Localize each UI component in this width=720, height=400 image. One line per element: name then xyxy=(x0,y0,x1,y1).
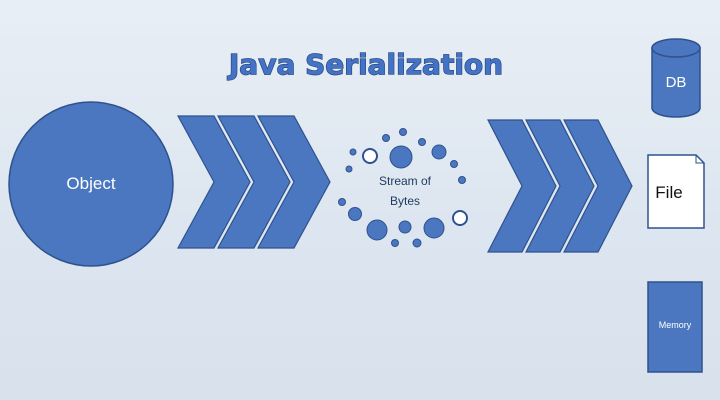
left-chevron-3 xyxy=(256,115,331,249)
file-target: File xyxy=(647,154,705,229)
left-chevron-group xyxy=(176,115,331,249)
page-title: Java Serialization xyxy=(227,48,503,81)
byte-dot xyxy=(349,148,357,156)
byte-dot xyxy=(423,217,445,239)
document-fold xyxy=(695,155,704,164)
left-chevron-2 xyxy=(216,115,291,249)
byte-dot xyxy=(391,239,399,247)
file-label: File xyxy=(655,183,682,202)
db-target: DB xyxy=(651,38,701,118)
memory-block-icon xyxy=(647,281,703,373)
right-chevron-2 xyxy=(525,119,595,253)
right-chevron-3 xyxy=(563,119,633,253)
stream-label-line1: Stream of xyxy=(379,174,432,188)
byte-dot xyxy=(345,165,353,173)
left-chevron-1 xyxy=(176,115,251,249)
document-page-icon xyxy=(647,154,705,229)
object-node: Object xyxy=(8,101,174,267)
right-chevron-1 xyxy=(487,119,557,253)
byte-dot xyxy=(366,219,388,241)
stream-label-line2: Bytes xyxy=(390,194,420,208)
byte-dot xyxy=(412,238,422,248)
object-label: Object xyxy=(66,174,115,193)
byte-dot xyxy=(418,138,426,146)
object-circle xyxy=(8,101,174,267)
memory-target: Memory xyxy=(647,281,703,373)
byte-dot xyxy=(452,210,468,226)
byte-dot xyxy=(458,176,466,184)
memory-label: Memory xyxy=(659,320,692,330)
right-chevron-group xyxy=(487,119,633,253)
byte-dot xyxy=(382,134,390,142)
byte-dot xyxy=(399,128,407,136)
byte-dot xyxy=(348,207,362,221)
byte-stream: Stream of Bytes xyxy=(338,128,468,248)
byte-dot xyxy=(398,220,412,234)
byte-dot xyxy=(362,148,378,164)
byte-dot xyxy=(431,144,447,160)
database-cylinder-icon xyxy=(651,38,701,118)
byte-dot xyxy=(450,160,458,168)
byte-dot xyxy=(389,145,413,169)
byte-dot xyxy=(338,198,346,206)
db-label: DB xyxy=(666,74,687,91)
